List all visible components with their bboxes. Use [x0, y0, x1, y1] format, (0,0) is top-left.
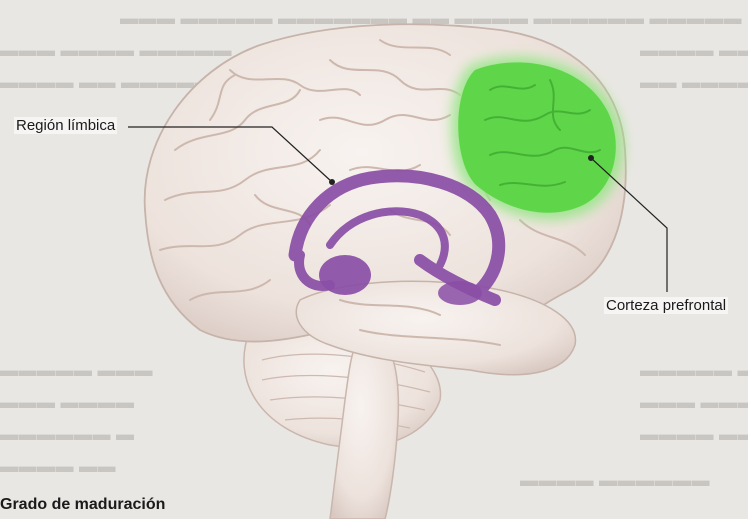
- prefrontal-cortex-label: Corteza prefrontal: [604, 297, 728, 314]
- prefrontal-leader-dot: [588, 155, 594, 161]
- limbic-leader-dot: [329, 179, 335, 185]
- amygdala-highlight: [319, 255, 371, 295]
- section-caption: Grado de maduración: [0, 496, 165, 514]
- limbic-region-label: Región límbica: [14, 117, 117, 134]
